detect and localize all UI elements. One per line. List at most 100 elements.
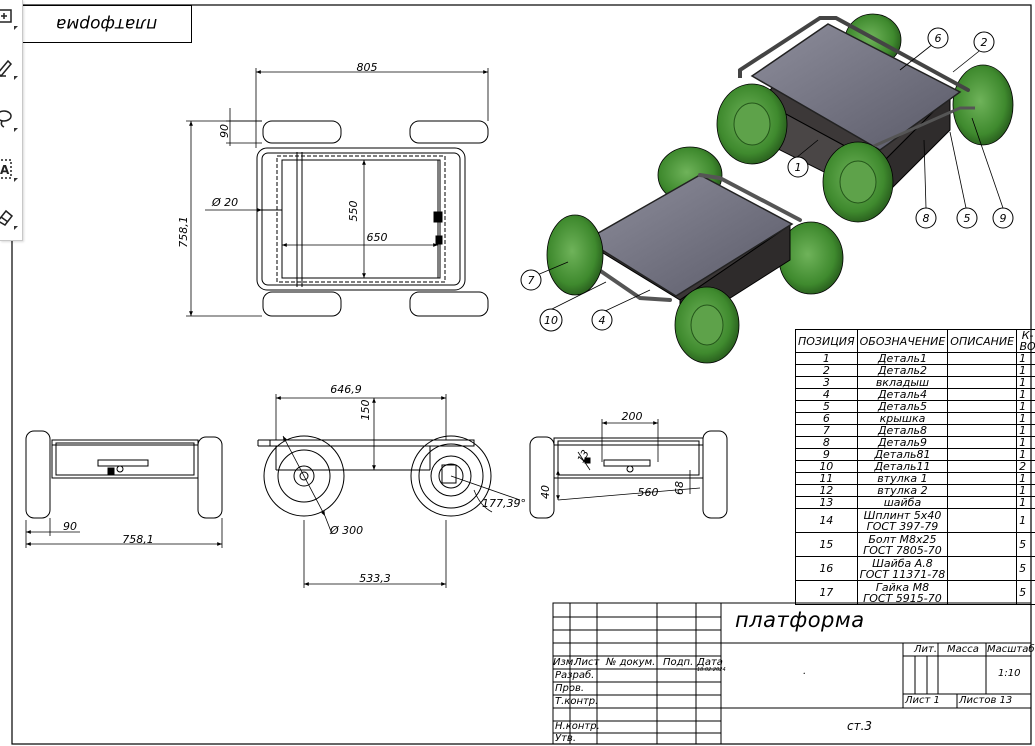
bom-desc xyxy=(947,424,1018,437)
annotation-toolbar: A xyxy=(0,0,23,241)
bom-name: крышка xyxy=(856,412,949,425)
bom-desc xyxy=(947,364,1018,377)
bom-qty: 1 xyxy=(1016,508,1035,533)
bom-desc xyxy=(947,472,1018,485)
bom-name-line2: ГОСТ 11371-78 xyxy=(859,567,946,581)
svg-text:A: A xyxy=(0,163,10,177)
bom-name: втулка 1 xyxy=(856,472,949,485)
bom-qty: 1 xyxy=(1016,388,1035,401)
dim-560: 560 xyxy=(638,486,659,499)
tool-lasso[interactable] xyxy=(0,102,22,136)
bom-desc xyxy=(947,508,1018,533)
dim-68: 68 xyxy=(673,481,686,495)
bom-pos: 6 xyxy=(795,412,858,425)
bom-qty: 1 xyxy=(1016,412,1035,425)
top-view xyxy=(256,120,489,317)
rear-view xyxy=(529,430,728,519)
bom-pos: 3 xyxy=(795,376,858,389)
tool-comment[interactable] xyxy=(0,0,22,34)
bom-name-line2: ГОСТ 5915-70 xyxy=(863,591,942,605)
bom-qty: 1 xyxy=(1016,484,1035,497)
bom-desc xyxy=(947,496,1018,509)
dim-d20: Ø 20 xyxy=(211,196,238,209)
bom-pos: 4 xyxy=(795,388,858,401)
insert-comment-icon xyxy=(0,9,12,23)
bom-pos: 10 xyxy=(795,460,858,473)
dim-805: 805 xyxy=(357,61,378,74)
bom-header-desc: ОПИСАНИЕ xyxy=(947,329,1018,353)
callout-7: 7 xyxy=(528,274,535,287)
tb-role-tcontrol: Т.контр. xyxy=(555,696,599,707)
bom-pos: 2 xyxy=(795,364,858,377)
dim-d300: Ø 300 xyxy=(329,524,363,537)
bom-name: Деталь9 xyxy=(856,436,949,449)
dim-650: 650 xyxy=(367,231,388,244)
tool-text-box[interactable]: A xyxy=(0,152,22,186)
eraser-icon xyxy=(0,209,14,226)
tool-eraser[interactable] xyxy=(0,200,22,234)
tb-role-check: Пров. xyxy=(555,683,585,694)
tb-col-doc: № докум. xyxy=(606,657,656,668)
tb-scale-header: Масштаб xyxy=(987,644,1035,655)
bom-desc xyxy=(947,460,1018,473)
bom-name: Деталь11 xyxy=(856,460,949,473)
bom-desc xyxy=(947,352,1018,365)
dim-646: 646,9 xyxy=(330,383,362,396)
tool-pen[interactable] xyxy=(0,50,22,84)
bom-pos: 11 xyxy=(795,472,858,485)
tb-sheet: Лист 1 xyxy=(905,695,940,706)
drawing-title: платформа xyxy=(735,608,865,632)
dim-150: 150 xyxy=(359,400,372,421)
bom-qty: 1 xyxy=(1016,448,1035,461)
bom-desc xyxy=(947,436,1018,449)
bom-name: втулка 2 xyxy=(856,484,949,497)
bom-desc xyxy=(947,532,1018,557)
dim-90-front: 90 xyxy=(63,520,77,533)
bom-header-qty: К-ВО xyxy=(1016,329,1035,353)
tb-role-ncontrol: Н.контр. xyxy=(555,721,600,732)
bom-name: Деталь5 xyxy=(856,400,949,413)
bom-pos: 9 xyxy=(795,448,858,461)
bom-pos: 15 xyxy=(795,532,858,557)
bom-pos: 1 xyxy=(795,352,858,365)
bom-qty: 5 xyxy=(1016,556,1035,581)
callout-1: 1 xyxy=(795,161,802,174)
tb-company: ст.3 xyxy=(847,719,873,733)
bom-name: Деталь4 xyxy=(856,388,949,401)
bom-qty: 1 xyxy=(1016,496,1035,509)
bom-header-row: ПОЗИЦИЯ ОБОЗНАЧЕНИЕ ОПИСАНИЕ К-ВО xyxy=(795,329,1035,353)
bom-pos: 8 xyxy=(795,436,858,449)
lasso-icon xyxy=(0,110,12,128)
text-box-icon: A xyxy=(0,159,12,179)
tb-col-sign: Подп. xyxy=(663,657,694,668)
callout-2: 2 xyxy=(981,36,988,49)
bom-name-line1: Гайка М8 xyxy=(875,580,930,594)
dim-758-top: 758,1 xyxy=(177,216,190,248)
bom-desc xyxy=(947,400,1018,413)
bom-name-line2: ГОСТ 7805-70 xyxy=(863,543,942,557)
bom-qty: 5 xyxy=(1016,532,1035,557)
bom-desc xyxy=(947,556,1018,581)
bom-name: Деталь2 xyxy=(856,364,949,377)
front-view xyxy=(25,430,223,519)
dim-533: 533,3 xyxy=(359,572,391,585)
callout-9: 9 xyxy=(1000,212,1007,225)
iso-view-small xyxy=(546,146,844,364)
dim-angle: 177,39° xyxy=(482,497,526,510)
title-block-grid xyxy=(552,602,1032,745)
callouts: 1 2 4 5 6 7 8 9 10 xyxy=(520,27,1014,332)
bom-name: вкладыш xyxy=(856,376,949,389)
